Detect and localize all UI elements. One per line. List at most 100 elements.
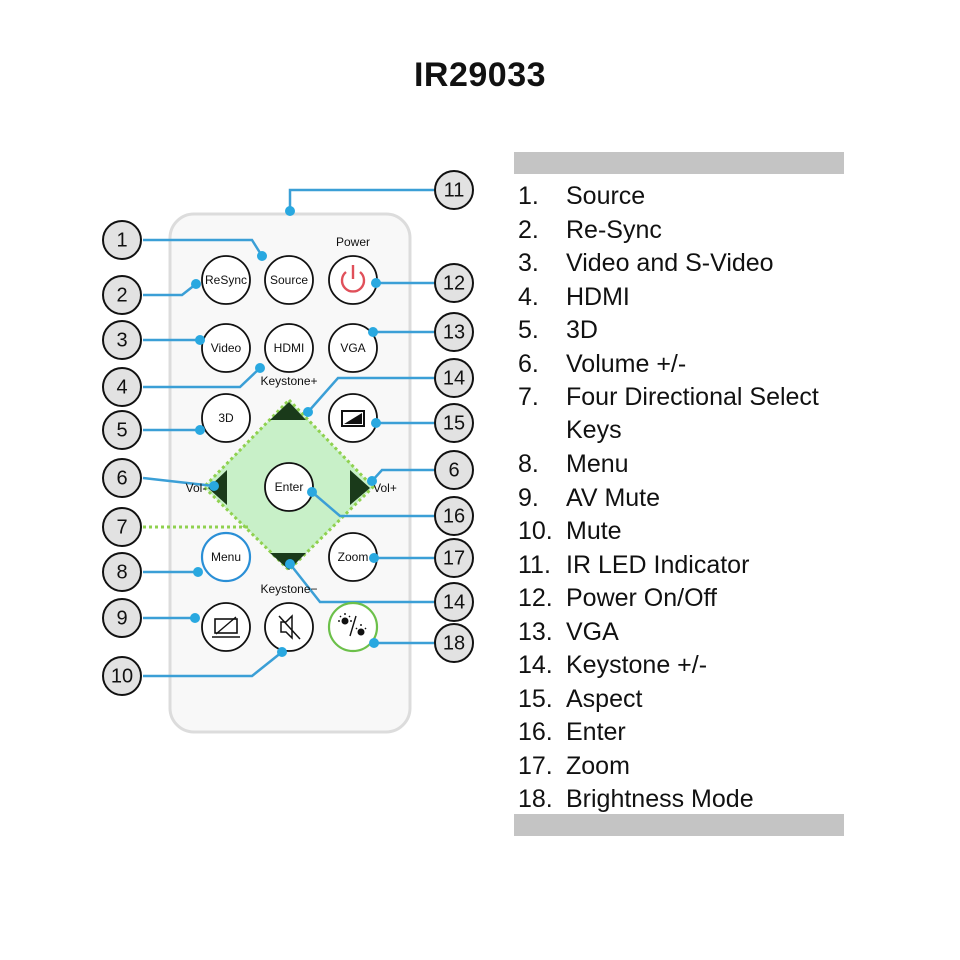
diagram-title: IR29033 xyxy=(413,56,547,94)
callout-7: 7 xyxy=(102,507,142,547)
legend-item: 14.Keystone +/- xyxy=(518,651,708,679)
leader-lines xyxy=(142,188,434,678)
callout-15: 15 xyxy=(434,403,474,443)
callout-2: 2 xyxy=(102,275,142,315)
svg-text:3: 3 xyxy=(116,329,127,351)
callout-14-top: 14 xyxy=(434,358,474,398)
power-icon xyxy=(340,265,366,293)
legend-item: 1.Source xyxy=(518,182,646,210)
svg-text:5: 5 xyxy=(116,419,127,441)
svg-text:13: 13 xyxy=(443,321,465,343)
power-label: Power xyxy=(336,235,370,249)
callout-10: 10 xyxy=(102,656,142,696)
three-d-label: 3D xyxy=(218,411,234,425)
aspect-icon xyxy=(341,410,365,427)
resync-label: ReSync xyxy=(205,273,247,287)
power-button[interactable] xyxy=(328,255,378,305)
svg-text:4: 4 xyxy=(116,376,127,398)
aspect-button[interactable] xyxy=(328,393,378,443)
legend-item: 17.Zoom xyxy=(518,751,630,780)
brightness-icon xyxy=(338,613,367,637)
legend-item: 6.Volume +/- xyxy=(518,349,687,378)
zoom-label: Zoom xyxy=(338,550,369,564)
mute-button[interactable] xyxy=(264,602,314,652)
legend-item: 4.HDMI xyxy=(518,282,630,311)
vga-label: VGA xyxy=(340,341,365,355)
callout-11: 11 xyxy=(434,170,474,210)
vol-plus-label: Vol+ xyxy=(373,481,397,495)
legend-item: 11.IR LED Indicator xyxy=(518,550,750,579)
callout-17: 17 xyxy=(434,538,474,578)
svg-text:6: 6 xyxy=(116,467,127,489)
callout-4: 4 xyxy=(102,367,142,407)
svg-text:15: 15 xyxy=(443,412,465,434)
callout-12: 12 xyxy=(434,263,474,303)
callout-8: 8 xyxy=(102,552,142,592)
leader-dots xyxy=(190,206,381,657)
svg-text:17: 17 xyxy=(443,547,465,569)
callout-3: 3 xyxy=(102,320,142,360)
svg-text:10: 10 xyxy=(111,665,133,687)
legend-bottom-bar xyxy=(514,814,844,836)
source-button[interactable]: Source xyxy=(264,255,314,305)
brightness-mode-button[interactable] xyxy=(327,601,379,653)
vga-button[interactable]: VGA xyxy=(328,323,378,373)
source-label: Source xyxy=(270,273,308,287)
callout-16: 16 xyxy=(434,496,474,536)
callout-6-right: 6 xyxy=(434,450,474,490)
vol-minus-label: Vol- xyxy=(186,481,207,495)
svg-text:14: 14 xyxy=(443,367,465,389)
legend-item: 15.Aspect xyxy=(518,684,643,713)
keystone-minus-label: Keystone− xyxy=(260,582,317,596)
hdmi-button[interactable]: HDMI xyxy=(264,323,314,373)
svg-text:2: 2 xyxy=(116,284,127,306)
legend-panel: 1.Source 2.Re-Sync 3.Video and S-Video 4… xyxy=(514,152,844,836)
svg-text:14: 14 xyxy=(443,591,465,613)
legend-item: 7.Four Directional Select Keys xyxy=(518,383,819,444)
av-mute-icon xyxy=(212,616,240,638)
callout-18: 18 xyxy=(434,623,474,663)
svg-text:12: 12 xyxy=(443,272,465,294)
three-d-button[interactable]: 3D xyxy=(201,393,251,443)
svg-text:8: 8 xyxy=(116,561,127,583)
legend-item: 2.Re-Sync xyxy=(518,215,662,244)
svg-text:11: 11 xyxy=(444,179,465,201)
menu-button[interactable]: Menu xyxy=(200,531,252,583)
hdmi-label: HDMI xyxy=(274,341,305,355)
keystone-plus-label: Keystone+ xyxy=(260,374,317,388)
svg-text:18: 18 xyxy=(443,632,465,654)
svg-text:7: 7 xyxy=(116,516,127,538)
callout-9: 9 xyxy=(102,598,142,638)
svg-text:6: 6 xyxy=(448,459,459,481)
mute-icon xyxy=(278,614,301,640)
enter-button[interactable]: Enter xyxy=(264,462,314,512)
callout-1: 1 xyxy=(102,220,142,260)
av-mute-button[interactable] xyxy=(201,602,251,652)
video-button[interactable]: Video xyxy=(201,323,251,373)
legend-item: 18.Brightness Mode xyxy=(518,785,754,813)
legend-item: 8.Menu xyxy=(518,450,629,478)
resync-button[interactable]: ReSync xyxy=(201,255,251,305)
video-label: Video xyxy=(211,341,242,355)
callout-5: 5 xyxy=(102,410,142,450)
legend-item: 5.3D xyxy=(518,316,598,344)
legend-item: 3.Video and S-Video xyxy=(518,249,774,277)
keystone-up-arrow[interactable] xyxy=(270,402,306,420)
svg-text:9: 9 xyxy=(116,607,127,629)
enter-label: Enter xyxy=(275,480,304,494)
volume-up-arrow[interactable] xyxy=(350,470,370,505)
callout-6-left: 6 xyxy=(102,458,142,498)
legend-item: 9.AV Mute xyxy=(518,483,661,512)
legend-item: 12.Power On/Off xyxy=(518,584,717,612)
callout-13: 13 xyxy=(434,312,474,352)
legend-top-bar xyxy=(514,152,844,174)
menu-label: Menu xyxy=(211,550,241,564)
svg-text:16: 16 xyxy=(443,505,465,527)
legend-list: 1.Source 2.Re-Sync 3.Video and S-Video 4… xyxy=(514,180,854,817)
legend-item: 10.Mute xyxy=(518,517,622,545)
legend-item: 16.Enter xyxy=(518,718,626,746)
legend-item: 13.VGA xyxy=(518,617,619,646)
callout-14-bottom: 14 xyxy=(434,582,474,622)
svg-text:1: 1 xyxy=(116,229,127,251)
